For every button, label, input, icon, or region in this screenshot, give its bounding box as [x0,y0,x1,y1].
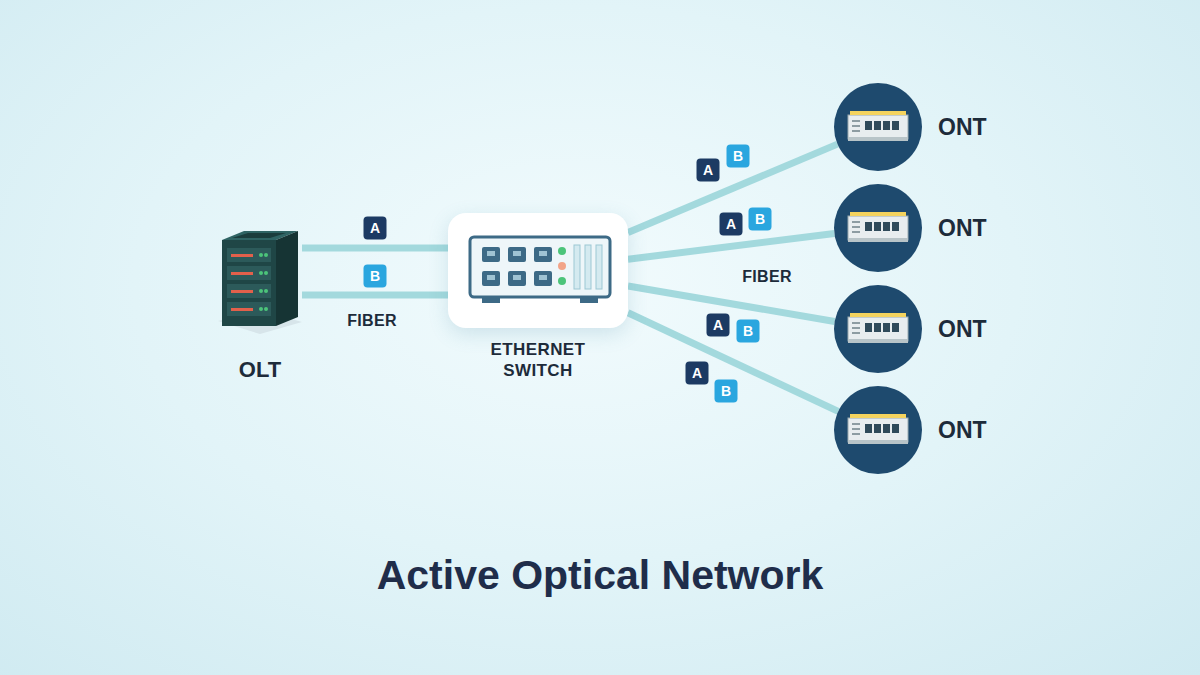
ethernet-switch: ETHERNET SWITCH [448,213,628,328]
ethernet-switch-symbol [470,237,610,303]
fiber-tag: B [737,320,760,343]
fiber-tag: A [364,216,387,239]
fiber-link [628,233,834,259]
medium-label: FIBER [742,268,792,286]
fiber-link [628,313,838,412]
medium-label: FIBER [347,312,397,330]
ont-device-symbol [834,83,922,171]
fiber-tag: B [364,264,387,287]
fiber-link [302,291,448,298]
ont-device: ONT [834,386,922,474]
fiber-tag: B [715,380,738,403]
fiber-link [628,286,835,322]
olt-rack-art [218,226,302,334]
ont-device: ONT [834,285,922,373]
ont-device-art [834,386,922,474]
fiber-tag: A [707,314,730,337]
olt-rack: OLT [218,226,302,334]
node-label: OLT [200,357,320,383]
node-label: ONT [938,417,1028,443]
ont-device: ONT [834,83,922,171]
ont-device-symbol [834,184,922,272]
fiber-tag: B [727,145,750,168]
node-label: ONT [938,316,1028,342]
ont-device-symbol [834,285,922,373]
fiber-tag: A [686,362,709,385]
node-label: ONT [938,215,1028,241]
olt-rack-symbol [218,231,302,334]
node-label: ONT [938,114,1028,140]
fiber-tag: B [749,208,772,231]
ont-device-symbol [834,386,922,474]
ont-device-art [834,83,922,171]
fiber-tag: A [697,159,720,182]
node-label: ETHERNET SWITCH [478,339,598,381]
fiber-link [302,244,448,251]
ont-device: ONT [834,184,922,272]
ont-device-art [834,285,922,373]
diagram-title: Active Optical Network [0,551,1200,599]
ethernet-switch-art [448,213,628,328]
ont-device-art [834,184,922,272]
fiber-tag: A [720,213,743,236]
